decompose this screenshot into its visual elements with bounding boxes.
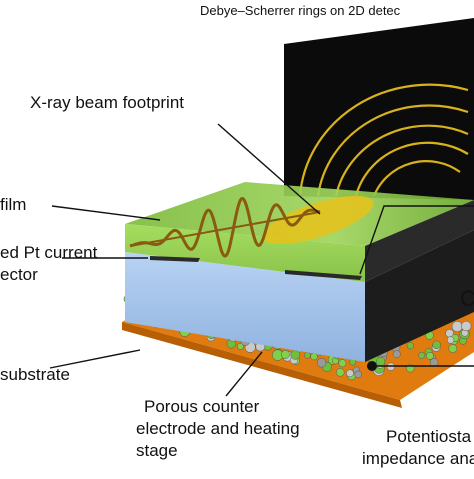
ring-4	[354, 141, 469, 197]
particle	[316, 357, 327, 368]
particle	[448, 344, 458, 353]
debye-scherrer-rings	[298, 83, 469, 197]
leader-counter	[225, 351, 263, 397]
particle	[346, 369, 354, 378]
particle	[310, 352, 318, 361]
beam-footprint-ellipse	[262, 195, 374, 245]
detector-panel-icon	[284, 18, 474, 200]
pt-strip-right	[285, 270, 362, 280]
beam-footprint-label: X-ray beam footprint	[30, 93, 185, 112]
current-collector-label-2: ector	[0, 265, 38, 284]
counter-electrode-label-3: stage	[136, 441, 178, 460]
ring-5	[372, 160, 461, 197]
particle	[354, 370, 362, 379]
particle	[386, 362, 395, 371]
xray-wave	[129, 197, 321, 258]
xray-axis	[129, 211, 321, 247]
particle	[376, 356, 386, 366]
leader-film	[51, 205, 161, 221]
leader-beam	[217, 123, 321, 215]
particle	[280, 350, 290, 359]
pt-strip-left	[150, 256, 200, 262]
particle	[290, 349, 301, 360]
particle	[335, 368, 345, 377]
particle	[338, 359, 347, 368]
ring-3	[334, 124, 469, 197]
particle	[406, 342, 415, 350]
potentiostat-label-2: impedance ana	[362, 449, 474, 468]
substrate-block	[125, 230, 474, 362]
ring-2	[316, 104, 469, 197]
particle	[426, 351, 434, 360]
leader-substrate	[49, 349, 141, 369]
film-label: film	[0, 195, 27, 214]
particle	[418, 351, 426, 359]
particle	[304, 351, 311, 359]
leader-right-top	[359, 205, 474, 275]
detector-panel	[284, 18, 474, 200]
current-collector-label-1: ed Pt current	[0, 243, 98, 262]
contact-dot	[367, 361, 377, 371]
edge-letter: C	[460, 286, 474, 311]
particle	[236, 342, 244, 350]
potentiostat-label-1: Potentiosta	[386, 427, 472, 446]
substrate-label: substrate	[0, 365, 70, 384]
ring-1	[298, 83, 469, 197]
detector-title: Debye–Scherrer rings on 2D detec	[200, 3, 401, 18]
pt-current-collectors	[150, 256, 362, 280]
particle	[446, 336, 455, 344]
particle	[392, 350, 401, 359]
counter-electrode-label-1: Porous counter	[144, 397, 260, 416]
particle	[461, 320, 472, 332]
counter-electrode-label-2: electrode and heating	[136, 419, 300, 438]
leader-lines	[49, 123, 474, 397]
particle	[432, 340, 441, 350]
